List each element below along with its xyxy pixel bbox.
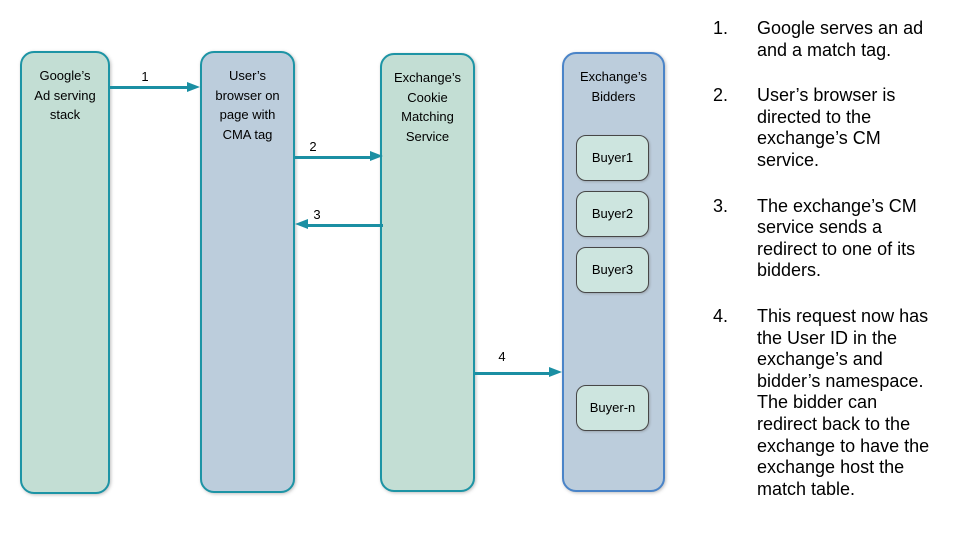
step-item-2: 2. User’s browser is directed to the exc…	[713, 85, 953, 171]
step-1-number: 1.	[713, 18, 729, 38]
node-cookie-matching-service-label: Exchange’s Cookie Matching Service	[394, 70, 461, 144]
buyer-box-1-label: Buyer1	[591, 150, 634, 166]
node-google-ad-stack: Google’s Ad serving stack	[20, 51, 110, 494]
buyer-box-n-label: Buyer-n	[589, 400, 636, 416]
node-cookie-matching-service: Exchange’s Cookie Matching Service	[380, 53, 475, 492]
arrow-3-head-icon	[295, 219, 308, 229]
arrow-3-line	[307, 224, 383, 227]
arrow-4-line	[475, 372, 550, 375]
arrow-2-label: 2	[309, 139, 317, 154]
buyer-box-n: Buyer-n	[576, 385, 649, 431]
arrow-4-label: 4	[498, 349, 506, 364]
arrow-1-line	[110, 86, 188, 89]
steps-list: 1. Google serves an ad and a match tag. …	[713, 18, 953, 500]
step-4-text: This request now has the User ID in the …	[757, 305, 930, 499]
arrow-4-head-icon	[549, 367, 562, 377]
buyer-box-2: Buyer2	[576, 191, 649, 237]
node-exchange-bidders: Exchange’s Bidders Buyer1 Buyer2 Buyer3 …	[562, 52, 665, 492]
arrow-3-label: 3	[313, 207, 321, 222]
node-user-browser-label: User’s browser on page with CMA tag	[215, 68, 280, 142]
step-2-text: User’s browser is directed to the exchan…	[757, 85, 896, 170]
arrow-1-head-icon	[187, 82, 200, 92]
step-item-1: 1. Google serves an ad and a match tag.	[713, 18, 953, 61]
step-2-number: 2.	[713, 85, 729, 106]
step-3-number: 3.	[713, 195, 729, 216]
buyer-box-2-label: Buyer2	[591, 206, 634, 222]
arrow-2-head-icon	[370, 151, 383, 161]
buyer-box-3: Buyer3	[576, 247, 649, 293]
step-1-text: Google serves an ad and a match tag.	[757, 18, 924, 60]
buyer-box-1: Buyer1	[576, 135, 649, 181]
node-google-ad-stack-label: Google’s Ad serving stack	[34, 68, 96, 122]
arrow-2-line	[295, 156, 371, 159]
node-exchange-bidders-label: Exchange’s Bidders	[580, 69, 647, 104]
buyer-box-3-label: Buyer3	[591, 262, 634, 278]
arrow-1-label: 1	[141, 69, 149, 84]
step-item-3: 3. The exchange’s CM service sends a red…	[713, 196, 953, 282]
step-item-4: 4. This request now has the User ID in t…	[713, 306, 953, 500]
step-3-text: The exchange’s CM service sends a redire…	[757, 195, 917, 281]
step-4-number: 4.	[713, 305, 729, 326]
node-user-browser: User’s browser on page with CMA tag	[200, 51, 295, 493]
